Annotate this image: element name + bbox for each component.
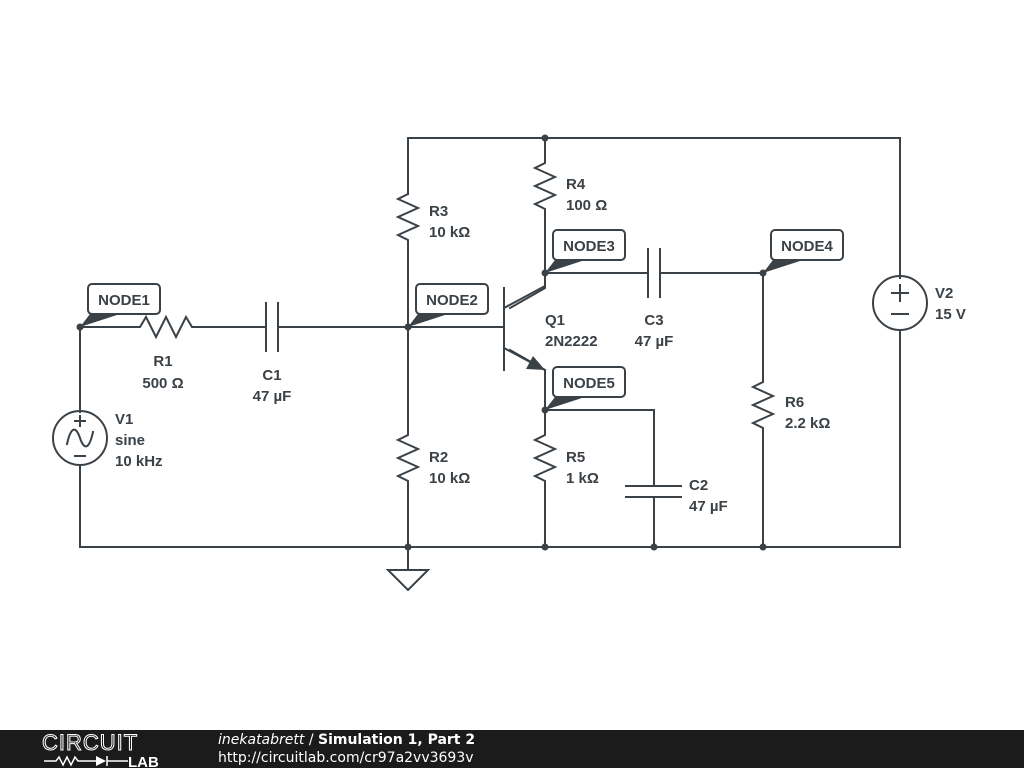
r1-value: 500 Ω — [142, 375, 183, 392]
node-label-node4[interactable]: NODE4 — [763, 229, 844, 273]
r3-name: R3 — [429, 203, 448, 220]
wire-emitter-node5 — [508, 348, 546, 435]
r5-value: 1 kΩ — [566, 470, 599, 487]
c1-value: 47 µF — [253, 388, 292, 405]
voltage-source-v2 — [872, 275, 928, 331]
c1-name: C1 — [262, 367, 281, 384]
v2-value: 15 V — [935, 306, 966, 323]
c2-name: C2 — [689, 477, 708, 494]
r4-name: R4 — [566, 176, 586, 193]
r3-value: 10 kΩ — [429, 224, 470, 241]
node-label-node5[interactable]: NODE5 — [545, 366, 626, 410]
footer-info: inekatabrett / Simulation 1, Part 2 http… — [218, 731, 475, 767]
resistor-r2 — [395, 429, 421, 495]
r2-value: 10 kΩ — [429, 470, 470, 487]
r1-name: R1 — [153, 353, 172, 370]
emitter-arrow-icon — [526, 356, 545, 370]
v2-name: V2 — [935, 285, 953, 302]
node-label-node2[interactable]: NODE2 — [408, 283, 489, 327]
circuitlab-logo[interactable]: CIRCUIT LAB — [40, 730, 180, 768]
q1-name: Q1 — [545, 312, 565, 329]
svg-text:NODE4: NODE4 — [781, 238, 833, 255]
svg-text:NODE1: NODE1 — [98, 292, 150, 309]
voltage-source-v1 — [52, 410, 108, 466]
logo-resistor-icon — [44, 755, 96, 767]
svg-text:NODE5: NODE5 — [563, 375, 615, 392]
wire-v1-node1 — [79, 326, 133, 413]
resistor-r4 — [532, 157, 558, 221]
logo-text-circuit: CIRCUIT — [42, 730, 138, 755]
footer-bar: CIRCUIT LAB inekatabrett / Simulation 1,… — [0, 730, 1024, 768]
capacitor-c1 — [265, 302, 279, 352]
circuit-url[interactable]: http://circuitlab.com/cr97a2vv3693v — [218, 750, 474, 766]
transistor-q1 — [407, 284, 547, 372]
r6-value: 2.2 kΩ — [785, 415, 830, 432]
logo-text-lab: LAB — [128, 754, 159, 768]
c2-value: 47 µF — [689, 498, 728, 515]
logo-diode-icon — [96, 756, 106, 766]
r6-name: R6 — [785, 394, 804, 411]
q1-part: 2N2222 — [545, 333, 598, 350]
r5-name: R5 — [566, 449, 585, 466]
svg-text:NODE2: NODE2 — [426, 292, 478, 309]
capacitor-c2 — [625, 485, 682, 498]
svg-text:NODE3: NODE3 — [563, 238, 615, 255]
title-separator: / — [304, 732, 318, 748]
author-link[interactable]: inekatabrett — [218, 732, 305, 748]
node-label-node1[interactable]: NODE1 — [80, 283, 161, 327]
ground-icon — [385, 569, 431, 592]
circuit-title: Simulation 1, Part 2 — [318, 732, 476, 748]
circuit-schematic: NODE1 NODE2 NODE3 NODE4 NODE5 R1 500 Ω C… — [52, 134, 966, 592]
v1-name: V1 — [115, 411, 133, 428]
v1-type: sine — [115, 432, 145, 449]
wires — [79, 137, 901, 571]
sine-wave-icon — [65, 428, 95, 448]
wire-node5-c2 — [544, 409, 655, 487]
wire-r4-collector — [508, 219, 546, 310]
resistor-r6 — [750, 375, 776, 441]
v1-frequency: 10 kHz — [115, 453, 163, 470]
wire-top-rail — [407, 137, 901, 279]
wire-bottom-rail — [79, 329, 901, 548]
c3-name: C3 — [644, 312, 663, 329]
c3-value: 47 µF — [635, 333, 674, 350]
resistor-r1 — [131, 314, 197, 340]
resistor-r3 — [395, 187, 421, 251]
footer-title-line: inekatabrett / Simulation 1, Part 2 — [218, 731, 475, 749]
resistor-r5 — [532, 429, 558, 495]
node-label-node3[interactable]: NODE3 — [545, 229, 626, 273]
capacitor-c3 — [647, 248, 661, 298]
r4-value: 100 Ω — [566, 197, 607, 214]
r2-name: R2 — [429, 449, 448, 466]
